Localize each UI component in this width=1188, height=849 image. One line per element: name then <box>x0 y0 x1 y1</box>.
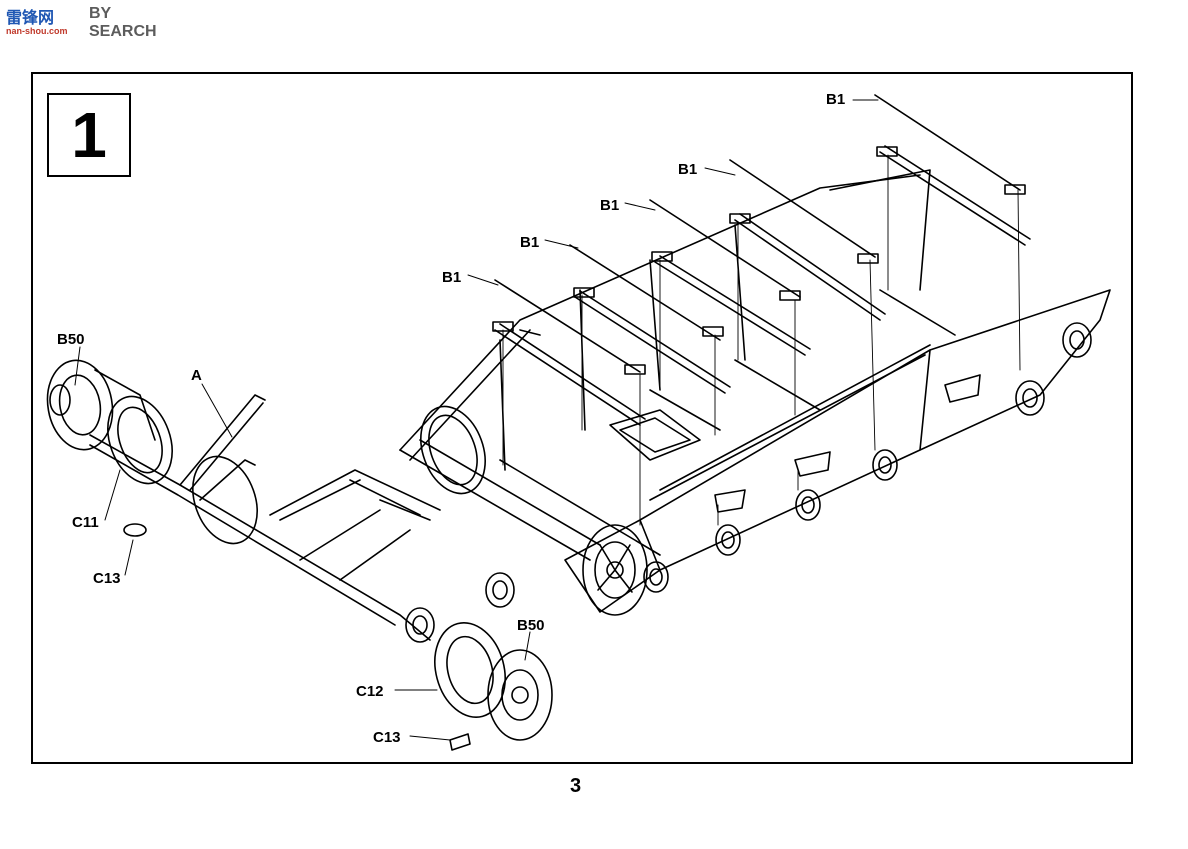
watermark-text: 雷锋网 <box>6 10 55 27</box>
label-c12: C12 <box>356 683 384 700</box>
part-labels: B1 B1 B1 B1 B1 B50 A C11 C13 B50 C12 C13 <box>57 91 845 746</box>
label-a: A <box>191 367 202 384</box>
rear-sprocket-housing <box>582 524 648 616</box>
watermark-text: BY SEARCH <box>89 5 157 40</box>
left-rear-roller <box>405 572 553 741</box>
left-front-roller <box>46 359 258 545</box>
step-number: 1 <box>71 99 107 171</box>
hull-ribs <box>499 169 931 471</box>
diagram-frame <box>31 72 1133 764</box>
label-c13: C13 <box>93 570 121 587</box>
left-hull-side <box>89 394 441 641</box>
wheel-hubs <box>643 322 1092 593</box>
hull-floor <box>399 174 956 561</box>
label-b1: B1 <box>600 197 619 214</box>
label-b1: B1 <box>678 161 697 178</box>
floor-hatch <box>609 409 701 461</box>
label-c13: C13 <box>373 729 401 746</box>
label-b50: B50 <box>57 331 85 348</box>
label-b50: B50 <box>517 617 545 634</box>
label-c11: C11 <box>72 514 99 531</box>
c13-parts <box>123 523 471 751</box>
hull-side-plate <box>564 289 1111 613</box>
b1-bars <box>492 94 1031 426</box>
step-number-box: 1 <box>47 93 131 177</box>
label-b1: B1 <box>826 91 845 108</box>
watermark-logo: 雷锋网 BY SEARCH nan-shou.com <box>0 0 170 44</box>
watermark-url: nan-shou.com <box>6 26 68 36</box>
page-number: 3 <box>570 775 582 797</box>
label-b1: B1 <box>520 234 539 251</box>
label-b1: B1 <box>442 269 461 286</box>
assembly-guides <box>502 154 1021 526</box>
leader-lines <box>74 99 879 741</box>
front-drive-ring <box>420 405 486 495</box>
